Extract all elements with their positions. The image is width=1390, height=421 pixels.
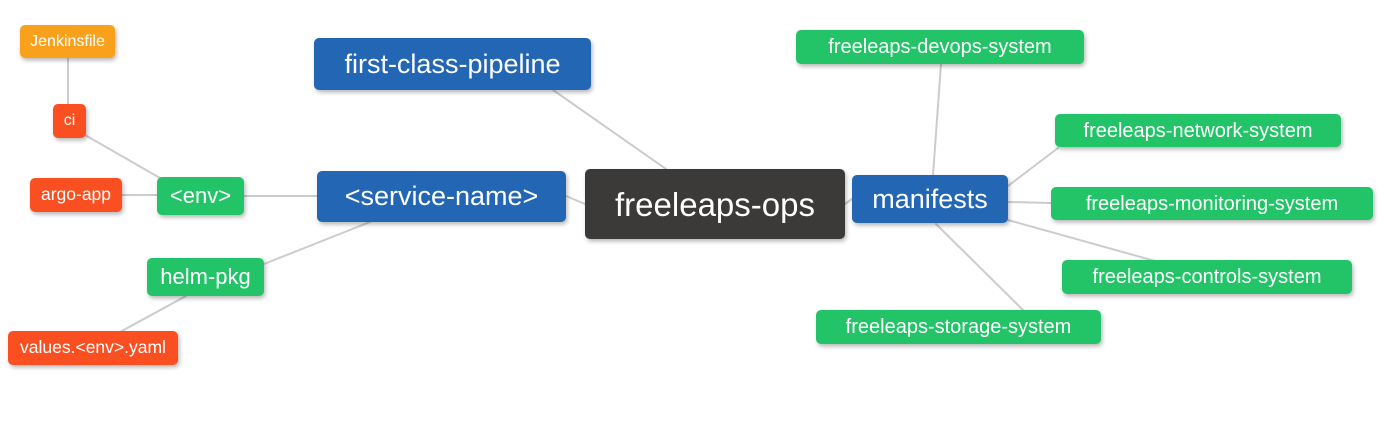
node-freeleaps-controls-system[interactable]: freeleaps-controls-system: [1062, 260, 1352, 294]
node-label: values.<env>.yaml: [20, 337, 166, 358]
node-helm-pkg[interactable]: helm-pkg: [147, 258, 264, 296]
node-ci[interactable]: ci: [53, 104, 86, 138]
node-jenkinsfile[interactable]: Jenkinsfile: [20, 25, 115, 58]
edge-manifests-freeleaps-devops-system: [932, 63, 942, 176]
node-freeleaps-network-system[interactable]: freeleaps-network-system: [1055, 114, 1341, 147]
node-env[interactable]: <env>: [157, 177, 244, 215]
node-label: freeleaps-devops-system: [828, 36, 1052, 58]
node-label: freeleaps-controls-system: [1092, 266, 1322, 288]
node-values-env-yaml[interactable]: values.<env>.yaml: [8, 331, 178, 365]
node-label: first-class-pipeline: [344, 48, 561, 79]
node-label: freeleaps-storage-system: [845, 316, 1072, 338]
edge-first-class-pipeline-freeleaps-ops: [552, 89, 667, 170]
node-freeleaps-devops-system[interactable]: freeleaps-devops-system: [796, 30, 1084, 64]
edge-values-env-yaml-helm-pkg: [119, 295, 187, 333]
edge-freeleaps-ops-manifests: [844, 198, 853, 205]
edge-manifests-freeleaps-storage-system: [935, 223, 1024, 311]
node-freeleaps-storage-system[interactable]: freeleaps-storage-system: [816, 310, 1101, 344]
node-label: argo-app: [40, 184, 112, 205]
node-manifests[interactable]: manifests: [852, 175, 1008, 223]
node-freeleaps-ops[interactable]: freeleaps-ops: [585, 169, 845, 239]
edge-ci-env: [84, 134, 161, 179]
node-label: <env>: [169, 183, 232, 208]
node-service-name[interactable]: <service-name>: [317, 171, 566, 222]
edge-manifests-freeleaps-controls-system: [1007, 219, 1156, 262]
node-label: ci: [63, 112, 76, 129]
edge-helm-pkg-service-name: [263, 221, 371, 265]
node-argo-app[interactable]: argo-app: [30, 178, 122, 212]
edge-service-name-freeleaps-ops: [565, 195, 586, 205]
edge-manifests-freeleaps-monitoring-system: [1007, 201, 1052, 204]
node-label: freeleaps-ops: [615, 185, 815, 223]
node-first-class-pipeline[interactable]: first-class-pipeline: [314, 38, 591, 90]
node-label: freeleaps-monitoring-system: [1085, 192, 1339, 215]
node-label: manifests: [872, 183, 988, 214]
node-label: helm-pkg: [160, 264, 251, 289]
node-label: <service-name>: [344, 181, 539, 211]
node-freeleaps-monitoring-system[interactable]: freeleaps-monitoring-system: [1051, 187, 1373, 220]
node-label: Jenkinsfile: [30, 32, 105, 50]
edge-manifests-freeleaps-network-system: [1007, 147, 1059, 187]
node-label: freeleaps-network-system: [1083, 119, 1313, 142]
